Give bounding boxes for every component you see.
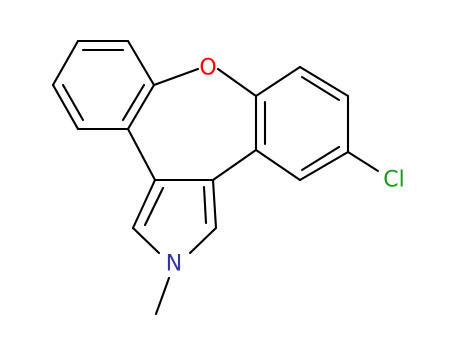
bond-double [61, 83, 85, 122]
bond-double [121, 83, 146, 122]
bond [298, 65, 350, 98]
bond-double [202, 185, 208, 225]
bond-n-methyl [154, 276, 171, 316]
bond-o-c [216, 67, 258, 98]
bond [51, 39, 80, 87]
nitrogen-atom-label: N [166, 252, 182, 277]
oxepine-ring-bonds [126, 67, 258, 182]
bond-double [300, 75, 341, 102]
bond [211, 178, 218, 230]
bond-double [300, 145, 341, 172]
bond [51, 83, 80, 131]
left-benzene-ring [51, 39, 156, 131]
bond-c-n [131, 226, 161, 255]
bond-double [143, 186, 165, 227]
bond [211, 148, 258, 182]
bond [254, 65, 302, 98]
right-benzene-ring [254, 65, 380, 182]
bond [126, 83, 156, 131]
bond-n-c [188, 226, 218, 255]
pyrrole-ring [131, 178, 218, 316]
bond [298, 150, 350, 182]
bond [126, 127, 157, 182]
bond [131, 178, 157, 230]
bond-c-o [152, 67, 200, 87]
bond-c-cl [346, 150, 380, 173]
bond [254, 148, 302, 182]
oxygen-atom-label: O [199, 56, 216, 81]
chlorine-atom-label: Cl [383, 168, 404, 193]
bond [126, 39, 156, 87]
